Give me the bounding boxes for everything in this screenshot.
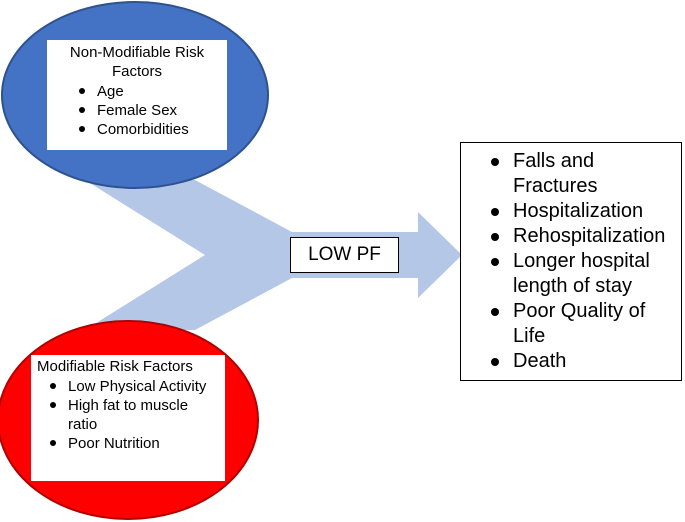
nonmodifiable-title: Non-Modifiable Risk Factors [69, 44, 205, 80]
nonmodifiable-box: Non-Modifiable Risk Factors Age Female S… [47, 40, 227, 150]
nonmodifiable-list: Age Female Sex Comorbidities [53, 82, 221, 139]
list-item: High fat to muscle ratio [37, 396, 221, 434]
list-item: Rehospitalization [461, 224, 675, 249]
modifiable-title: Modifiable Risk Factors [37, 358, 193, 375]
list-item: Age [53, 82, 221, 101]
modifiable-list: Low Physical Activity High fat to muscle… [37, 377, 221, 453]
list-item: Falls and Fractures [461, 149, 675, 199]
converging-arrow [85, 180, 462, 330]
list-item: Poor Quality of Life [461, 299, 675, 349]
list-item: Poor Nutrition [37, 434, 221, 453]
list-item: Low Physical Activity [37, 377, 221, 396]
modifiable-box: Modifiable Risk Factors Low Physical Act… [31, 355, 225, 481]
list-item: Hospitalization [461, 199, 675, 224]
list-item: Female Sex [53, 101, 221, 120]
outcomes-box: Falls and Fractures Hospitalization Reho… [460, 142, 682, 381]
list-item: Death [461, 349, 675, 374]
list-item: Comorbidities [53, 120, 221, 139]
list-item: Longer hospital length of stay [461, 249, 675, 299]
low-pf-label: LOW PF [290, 237, 399, 273]
outcomes-list: Falls and Fractures Hospitalization Reho… [461, 149, 675, 374]
